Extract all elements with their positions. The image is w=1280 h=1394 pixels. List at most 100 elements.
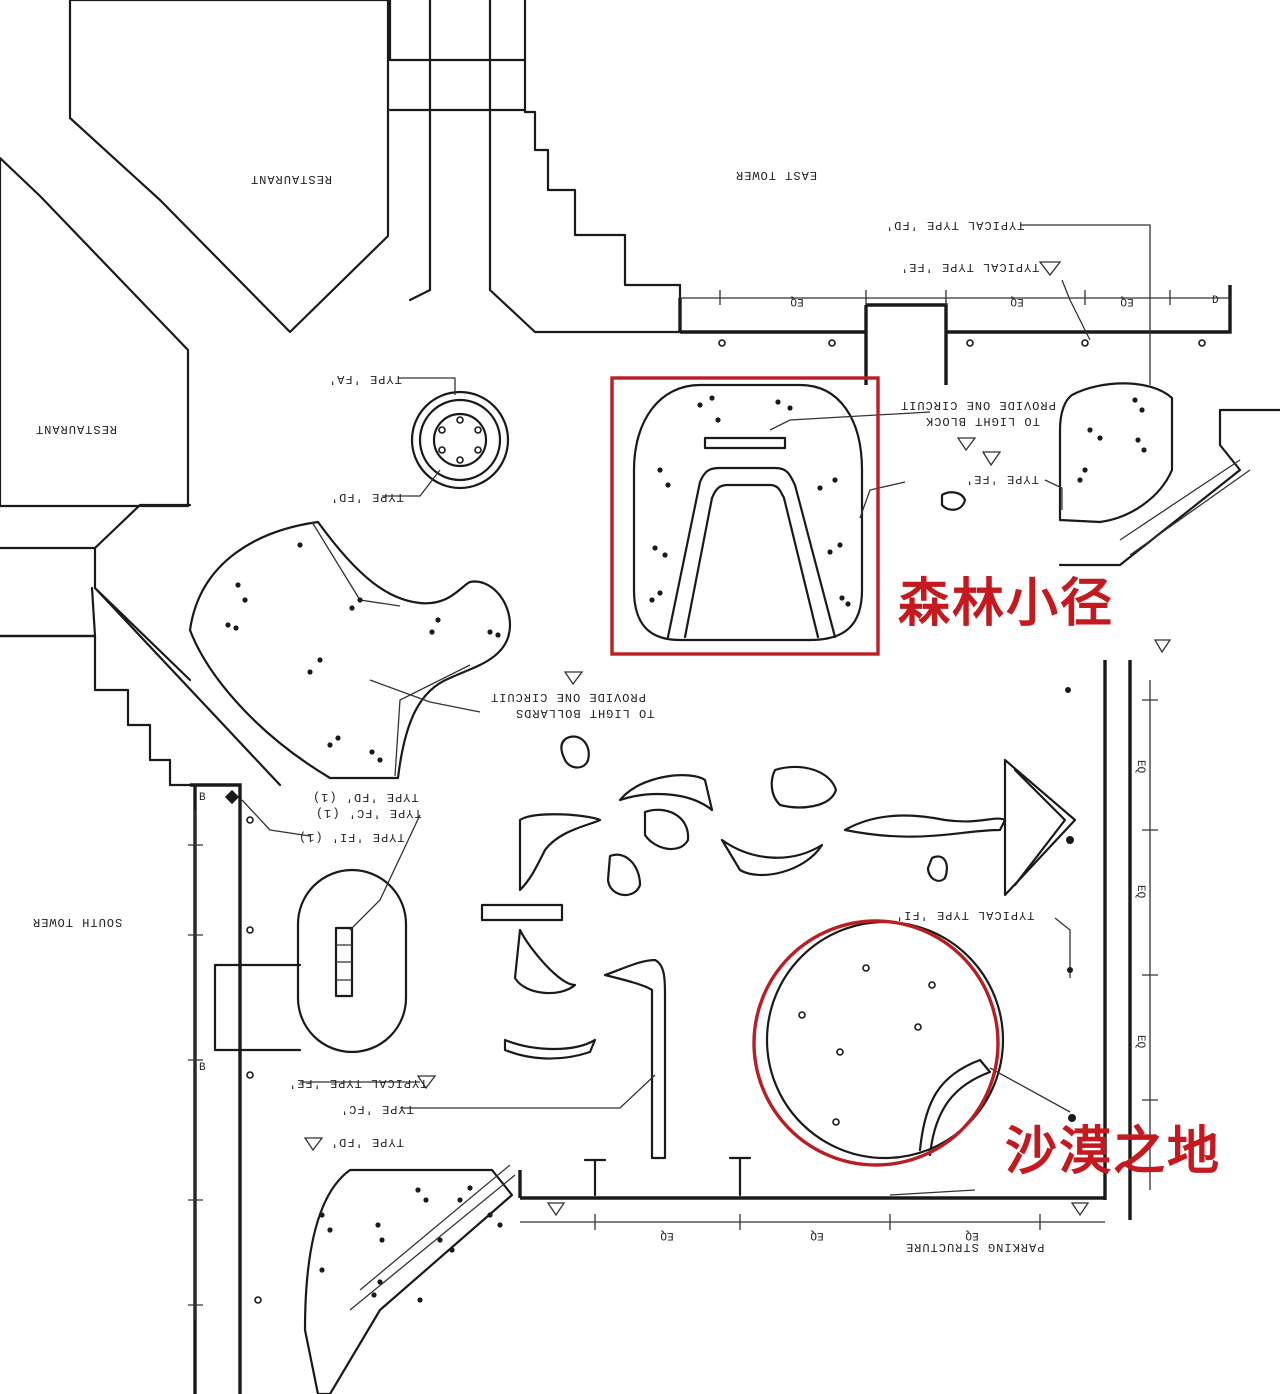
dim-eq-9: EQ xyxy=(1134,1035,1146,1049)
east-tower-note: EAST TOWER xyxy=(735,168,817,182)
leader-lines xyxy=(241,224,1151,1109)
planting-dot xyxy=(423,1197,429,1203)
corridor-lines xyxy=(388,0,682,334)
dim-d-1: D xyxy=(1212,295,1219,307)
type-fd-left-note: TYPE 'FD' xyxy=(330,490,404,504)
planting-dot xyxy=(349,605,355,611)
planting-dot xyxy=(449,1247,455,1253)
stepped-building-left xyxy=(0,634,192,787)
planting-dot xyxy=(437,1237,443,1243)
planting-dot xyxy=(787,405,793,411)
planting-dot xyxy=(415,1187,421,1193)
planting-dots xyxy=(225,395,1147,1303)
dim-b-2: B xyxy=(199,1062,206,1074)
planting-dot xyxy=(1077,477,1083,483)
parking-wall-right xyxy=(1103,660,1132,1220)
planting-dot xyxy=(1097,435,1103,441)
planting-dot xyxy=(317,657,323,663)
planting-dot xyxy=(357,597,363,603)
planting-dot xyxy=(652,545,658,551)
planting-dot xyxy=(375,1222,381,1228)
planting-dot xyxy=(429,629,435,635)
planting-dot xyxy=(817,485,823,491)
planting-dot xyxy=(457,1197,463,1203)
type-fa-note: TYPE 'FA' xyxy=(328,372,402,386)
desert-highlight xyxy=(752,919,1000,1167)
dimension-labels: EQ EQ EQ EQ EQ EQ EQ EQ EQ B B D xyxy=(199,295,1219,1241)
annotations: RESTAURANT RESTAURANT EAST TOWER SOUTH T… xyxy=(32,168,1056,1254)
south-tower-note: SOUTH TOWER xyxy=(32,915,122,929)
east-tower-edge xyxy=(678,285,1232,385)
forest-path-label: 森林小径 xyxy=(898,574,1115,634)
planting-dot xyxy=(775,399,781,405)
type-fc-low-note: TYPE 'FC' xyxy=(340,1102,414,1116)
circuit-forest-note-2: TO LIGHT BLOCK xyxy=(925,414,1040,428)
type-fd-low-note: TYPE 'FD' xyxy=(330,1135,404,1149)
planting-dot xyxy=(487,1212,493,1218)
south-tower-wall xyxy=(190,783,242,1394)
planting-dot xyxy=(307,669,313,675)
south-tower-stub xyxy=(213,963,302,1052)
planting-dot xyxy=(319,1212,325,1218)
forest-path-feature xyxy=(632,383,864,642)
parking-wall-bottom xyxy=(518,1170,1105,1200)
dim-eq-1: EQ xyxy=(790,295,804,307)
planting-dot xyxy=(379,1237,385,1243)
planting-dot xyxy=(649,597,655,603)
planting-dot xyxy=(467,1185,473,1191)
planting-dot xyxy=(371,1292,377,1298)
type-fe-right-note: TYPE 'FE' xyxy=(965,472,1039,486)
circuit-forest-note-1: PROVIDE ONE CIRCUIT xyxy=(900,398,1056,412)
planting-dot xyxy=(417,1297,423,1303)
planting-dot xyxy=(377,1279,383,1285)
planting-dot xyxy=(369,749,375,755)
dim-eq-6: EQ xyxy=(965,1229,979,1241)
right-diagonal xyxy=(1058,408,1280,567)
planting-dot xyxy=(657,590,663,596)
fixture-markers xyxy=(224,261,1206,1304)
tree-grate xyxy=(410,390,510,490)
planting-dot xyxy=(487,629,493,635)
circuit-plant-note-2: TO LIGHT BOLLARDS xyxy=(515,706,654,720)
planting-dot xyxy=(495,632,501,638)
planting-dot xyxy=(657,467,663,473)
planters xyxy=(188,382,1251,1394)
restaurant-top xyxy=(68,0,390,334)
planting-dot xyxy=(1135,437,1141,443)
planting-dot xyxy=(662,552,668,558)
planting-dot xyxy=(1132,397,1138,403)
planting-dot xyxy=(233,625,239,631)
dim-eq-2: EQ xyxy=(1010,295,1024,307)
planting-dot xyxy=(319,1267,325,1273)
planter-kidney xyxy=(188,520,512,780)
planting-dot xyxy=(235,582,241,588)
planting-dot xyxy=(335,735,341,741)
typical-fd-top-note: TYPICAL TYPE 'FD' xyxy=(885,218,1024,232)
planter-top-right xyxy=(1058,382,1174,524)
stepped-building xyxy=(523,58,682,334)
dim-eq-4: EQ xyxy=(660,1229,674,1241)
planting-dot xyxy=(297,542,303,548)
oval-stage xyxy=(296,868,408,1054)
planting-dot xyxy=(837,542,843,548)
typical-fe-low-note: TYPICAL TYPE 'FE' xyxy=(288,1076,427,1090)
planting-dot xyxy=(242,597,248,603)
planting-dot xyxy=(1139,407,1145,413)
planting-dot xyxy=(839,595,845,601)
planting-dot xyxy=(715,417,721,423)
restaurant-top-note: RESTAURANT xyxy=(250,172,332,186)
planting-dot xyxy=(832,477,838,483)
planting-dot xyxy=(327,742,333,748)
type-fc-note: TYPE 'FC' (1) xyxy=(315,806,422,820)
dim-eq-3: EQ xyxy=(1120,295,1134,307)
planter-bottom-left xyxy=(303,1168,514,1394)
planting-dot xyxy=(709,395,715,401)
typical-type-right-note: TYPICAL TYPE 'FI' xyxy=(895,908,1034,922)
planting-dot xyxy=(665,482,671,488)
planting-dot xyxy=(827,549,833,555)
planting-dot xyxy=(697,402,703,408)
dim-eq-7: EQ xyxy=(1134,760,1146,774)
planting-dot xyxy=(435,617,441,623)
planting-dot xyxy=(497,1222,503,1228)
